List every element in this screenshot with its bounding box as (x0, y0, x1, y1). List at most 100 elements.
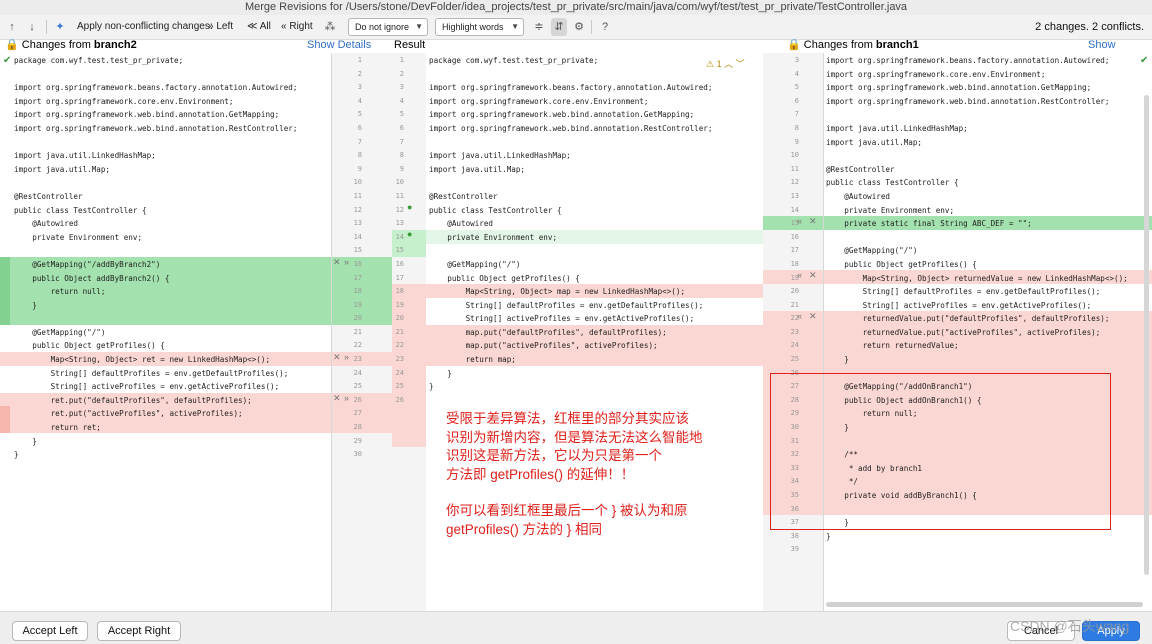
warning-count: 1 (716, 59, 722, 69)
right-editor[interactable]: import org.springframework.beans.factory… (824, 53, 1152, 611)
right-code: import org.springframework.beans.factory… (826, 54, 1128, 557)
code-line: package com.wyf.test.test_pr_private; (14, 56, 184, 65)
chevron-up-icon[interactable]: ︿ (724, 59, 734, 69)
accept-arrow-icon[interactable]: « (797, 311, 803, 321)
code-line: import org.springframework.web.bind.anno… (14, 123, 298, 133)
apply-left-button[interactable]: » Left (208, 18, 233, 36)
line-number: 4 (357, 96, 362, 105)
code-line: import java.util.Map; (429, 164, 526, 174)
line-number: 16 (353, 259, 362, 268)
line-number: 38 (790, 531, 799, 540)
apply-right-button[interactable]: « Right (281, 18, 313, 36)
accept-arrow-icon[interactable]: « (797, 270, 803, 280)
line-number: 29 (790, 409, 799, 418)
close-icon[interactable]: ✕ (809, 216, 817, 226)
accept-arrow-icon[interactable]: » (344, 393, 350, 403)
horizontal-scrollbar[interactable] (826, 602, 1143, 607)
apply-button[interactable]: Apply (1082, 621, 1140, 641)
code-line: import org.springframework.web.bind.anno… (429, 123, 713, 133)
added-line-highlight (426, 230, 763, 244)
cancel-button[interactable]: Cancel (1007, 621, 1075, 641)
code-line: import org.springframework.web.bind.anno… (826, 96, 1110, 106)
accept-right-button[interactable]: Accept Right (97, 621, 181, 641)
added-block-highlight (763, 216, 823, 230)
chevron-down-icon: ▼ (415, 22, 423, 31)
conflict-highlight (824, 311, 1152, 515)
collapse-unchanged-icon[interactable]: ≑ (534, 21, 544, 33)
left-show-details-link[interactable]: Show Details (307, 39, 372, 51)
next-difference-icon[interactable]: ↓ (29, 21, 35, 33)
accept-arrow-icon[interactable]: » (344, 257, 350, 267)
code-line: import org.springframework.beans.factory… (14, 83, 298, 93)
code-line (826, 108, 1128, 122)
conflict-marker (0, 406, 10, 433)
close-icon[interactable]: ✕ (333, 393, 341, 403)
annotation-line: 受限于差异算法，红框里的部分其实应该 (446, 411, 689, 426)
help-button[interactable]: ? (601, 21, 609, 33)
line-number: 17 (395, 273, 404, 282)
accept-arrow-icon[interactable]: « (797, 216, 803, 226)
splitter[interactable] (823, 53, 824, 611)
previous-difference-icon[interactable]: ↑ (9, 21, 15, 33)
line-number: 14 (353, 232, 362, 241)
code-line: import java.util.Map; (14, 164, 111, 174)
line-number: 28 (353, 423, 362, 432)
line-number: 24 (790, 341, 799, 350)
line-number: 26 (353, 395, 362, 404)
line-number: 7 (399, 137, 404, 146)
magic-wand-icon[interactable]: ⁂ (324, 21, 336, 33)
code-line: } (826, 355, 849, 365)
line-number: 18 (353, 287, 362, 296)
vertical-scrollbar[interactable] (1144, 95, 1149, 575)
line-number: 22 (353, 341, 362, 350)
line-number: 20 (790, 287, 799, 296)
changes-status: 2 changes. 2 conflicts. (1035, 21, 1144, 33)
accept-arrow-icon[interactable]: » (344, 352, 350, 362)
code-line: import org.springframework.web.bind.anno… (826, 83, 1092, 93)
ignore-combo-value: Do not ignore (355, 22, 410, 32)
annotation-line: 识别这是新方法，它以为只是第一个 (446, 448, 662, 463)
chevron-down-icon: ▼ (511, 22, 519, 31)
code-line: Map<String, Object> returnedValue = new … (826, 273, 1128, 283)
line-number: 16 (395, 259, 404, 268)
warning-indicator[interactable]: ⚠ 1 ︿ ﹀ (706, 57, 745, 70)
ignore-whitespace-dropdown[interactable]: Do not ignore ▼ (348, 18, 428, 36)
code-line: public Object getProfiles() { (429, 273, 580, 283)
code-line: import org.springframework.web.bind.anno… (429, 110, 695, 120)
left-editor[interactable]: package com.wyf.test.test_pr_private;imp… (0, 53, 331, 611)
apply-all-button[interactable]: ≪ All (247, 18, 271, 36)
line-number: 11 (790, 164, 799, 173)
close-icon[interactable]: ✕ (809, 270, 817, 280)
right-show-details-link[interactable]: Show Details (1088, 39, 1122, 65)
result-editor[interactable]: package com.wyf.test.test_pr_private;imp… (426, 53, 763, 611)
code-line: public class TestController { (429, 205, 562, 215)
accept-left-button[interactable]: Accept Left (12, 621, 88, 641)
watermark: CSDN @石头wang (1010, 618, 1130, 634)
line-number: 28 (790, 395, 799, 404)
code-line: public class TestController { (14, 205, 147, 215)
right-pane-header: 🔒 Changes from branch1 (787, 38, 919, 52)
line-number: 29 (353, 436, 362, 445)
gear-icon[interactable]: ⚙ (574, 21, 584, 33)
code-line: import java.util.LinkedHashMap; (429, 151, 571, 161)
magic-resolve-icon[interactable]: ✦ (55, 21, 65, 33)
conflict-highlight (0, 393, 331, 433)
code-line: import org.springframework.core.env.Envi… (826, 69, 1046, 79)
code-line: @Autowired (14, 219, 79, 229)
resolved-icon: ● (407, 229, 413, 239)
splitter[interactable] (331, 53, 332, 611)
close-icon[interactable]: ✕ (809, 311, 817, 321)
close-icon[interactable]: ✕ (333, 352, 341, 362)
line-number: 31 (790, 436, 799, 445)
left-code: package com.wyf.test.test_pr_private;imp… (14, 54, 297, 462)
code-line: /** (826, 450, 859, 460)
highlight-words-dropdown[interactable]: Highlight words▼ (435, 18, 524, 36)
line-number: 26 (395, 395, 404, 404)
chevron-down-icon[interactable]: ﹀ (735, 59, 745, 69)
close-icon[interactable]: ✕ (333, 257, 341, 267)
apply-all-label: All (259, 21, 271, 32)
synchronize-scrolling-icon[interactable]: ⇵ (551, 18, 567, 36)
added-block-highlight (0, 257, 331, 325)
